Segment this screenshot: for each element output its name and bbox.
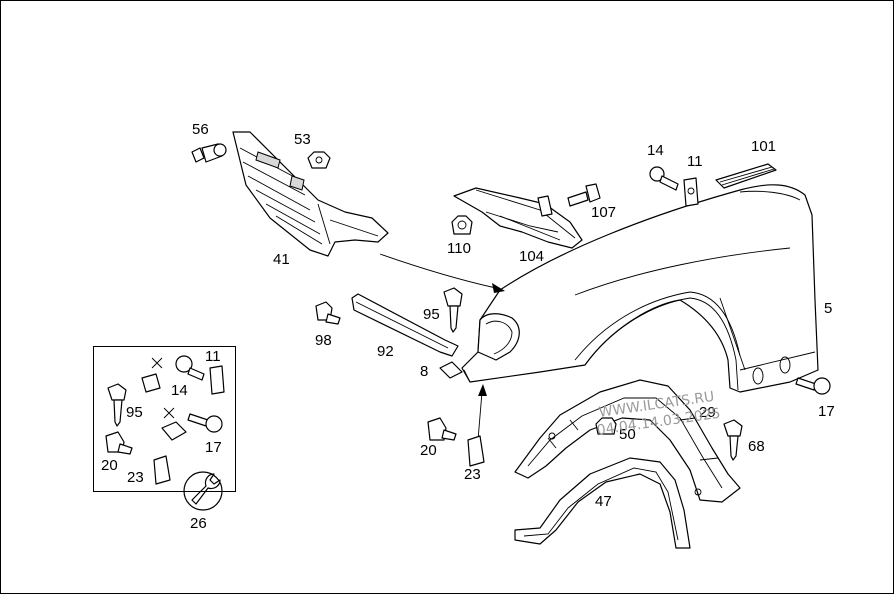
nut-50-icon <box>595 417 617 435</box>
callout-8[interactable]: 8 <box>420 363 429 380</box>
callout-95[interactable]: 95 <box>423 306 440 323</box>
callout-92[interactable]: 92 <box>377 343 394 360</box>
kit-callout-17[interactable]: 17 <box>205 439 222 456</box>
callout-11[interactable]: 11 <box>687 153 703 170</box>
liner-47-part <box>514 457 691 549</box>
callout-50[interactable]: 50 <box>619 426 636 443</box>
kit-callout-23[interactable]: 23 <box>127 469 144 486</box>
kit-callout-26[interactable]: 26 <box>190 515 207 532</box>
bracket-104-part <box>453 187 583 249</box>
liner-29-part <box>514 379 741 503</box>
arrow-23-to-fender <box>477 384 487 441</box>
strip-92-part <box>351 293 459 357</box>
screw-68-icon <box>723 419 743 461</box>
kit-callout-11[interactable]: 11 <box>205 348 221 365</box>
arrow-41-to-fender <box>379 253 505 293</box>
clipnut-20-icon <box>427 417 457 441</box>
callout-110[interactable]: 110 <box>447 240 471 257</box>
callout-107[interactable]: 107 <box>591 204 617 221</box>
clip-8-icon <box>439 361 463 379</box>
callout-17[interactable]: 17 <box>818 403 835 420</box>
callout-53[interactable]: 53 <box>294 131 311 148</box>
screw-17-icon <box>795 377 831 395</box>
bolt-14-icon <box>649 166 679 191</box>
callout-98[interactable]: 98 <box>315 332 332 349</box>
kit-fasteners <box>105 355 225 485</box>
callout-41[interactable]: 41 <box>273 251 290 268</box>
strip-101-part <box>715 163 777 189</box>
callout-20[interactable]: 20 <box>420 442 437 459</box>
rivet-56-icon <box>191 143 227 163</box>
callout-101[interactable]: 101 <box>751 138 777 155</box>
clip-11-icon <box>683 177 699 207</box>
callout-104[interactable]: 104 <box>519 248 545 265</box>
fender-part <box>461 184 819 393</box>
callout-56[interactable]: 56 <box>192 121 209 138</box>
kit-callout-95[interactable]: 95 <box>126 404 143 421</box>
screw-95-icon <box>443 287 463 333</box>
kit-callout-20[interactable]: 20 <box>101 457 118 474</box>
callout-23[interactable]: 23 <box>464 466 481 483</box>
nut-53-icon <box>307 151 331 169</box>
callout-5[interactable]: 5 <box>824 300 833 317</box>
bolt-98-icon <box>315 301 341 325</box>
callout-14[interactable]: 14 <box>647 142 664 159</box>
bolt-107-icon <box>567 183 601 207</box>
callout-29[interactable]: 29 <box>699 404 716 421</box>
kit-callout-14[interactable]: 14 <box>171 382 188 399</box>
callout-68[interactable]: 68 <box>748 438 765 455</box>
fastener-kit-box <box>93 346 236 492</box>
callout-47[interactable]: 47 <box>595 493 612 510</box>
clip-23-icon <box>467 435 485 467</box>
panel-41-part <box>232 131 389 257</box>
nut-110-icon <box>451 215 473 235</box>
